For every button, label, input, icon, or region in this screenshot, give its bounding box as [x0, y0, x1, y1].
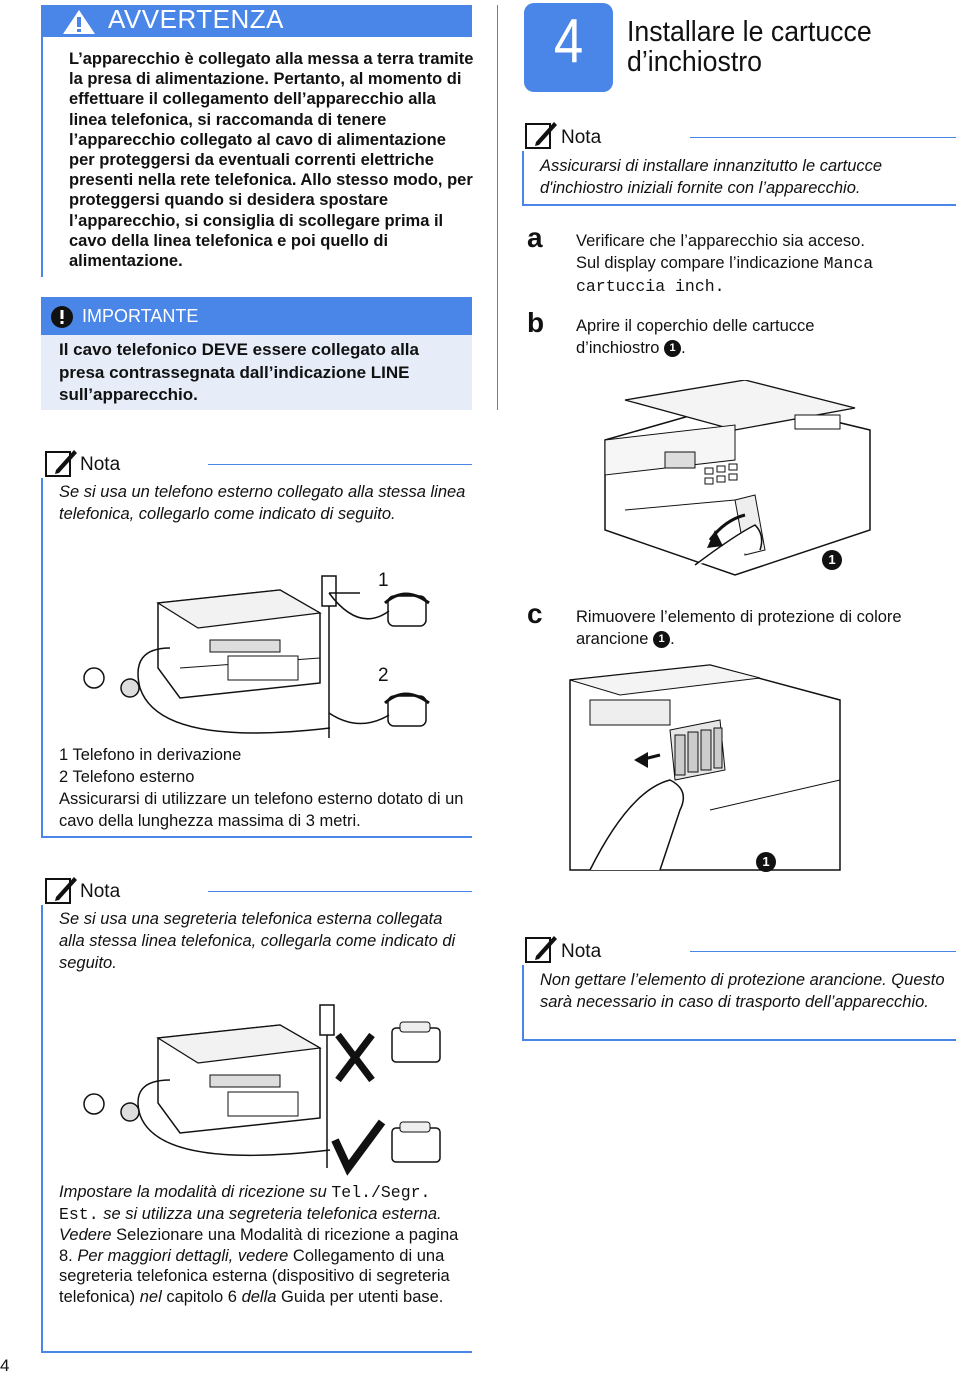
note1-box — [41, 478, 472, 838]
callout-1-icon: 1 — [664, 340, 682, 358]
important-title: IMPORTANTE — [82, 306, 199, 326]
answering-machine-diagram — [83, 1004, 441, 1176]
check-mark-icon — [331, 1119, 386, 1176]
step-note-rule — [690, 137, 956, 138]
note2-box — [41, 905, 472, 1353]
warning-title: AVVERTENZA — [108, 4, 284, 34]
warning-triangle-icon — [63, 10, 95, 34]
note3-text: Non gettare l’elemento di protezione ara… — [540, 971, 945, 1011]
note-pencil-icon — [525, 936, 557, 963]
note-pencil-icon — [45, 877, 77, 904]
warning-header — [41, 5, 472, 37]
column-divider — [497, 5, 498, 410]
cross-mark-icon — [335, 1032, 375, 1083]
printer-illustration — [156, 1024, 322, 1134]
note2-title: Nota — [80, 881, 121, 902]
note3-box — [522, 965, 956, 1041]
note-pencil-icon — [525, 122, 557, 149]
external-phone-diagram — [83, 575, 430, 738]
note1-legend-1: 1 Telefono in derivazione — [59, 746, 242, 764]
extension-phone-icon — [383, 592, 430, 627]
note1-title: Nota — [80, 454, 121, 475]
ink-cartridge-illustration — [569, 664, 841, 871]
step-number-badge — [524, 3, 613, 92]
step-note-box — [522, 151, 956, 206]
note2-bottom-text: Impostare la modalità di ricezione su Te… — [59, 1183, 459, 1306]
note1-rule — [208, 464, 472, 465]
note1-legend-3: Assicurarsi di utilizzare un telefono es… — [59, 790, 464, 830]
step-title: Installare le cartucce d’inchiostro — [627, 16, 872, 78]
callout-1-icon: 1 — [653, 631, 671, 649]
answering-machine-icon — [391, 1121, 441, 1163]
printer-open-cover-illustration — [604, 380, 871, 576]
step-c-text: Rimuovere l’elemento di protezione di co… — [576, 608, 902, 649]
answering-machine-icon — [391, 1021, 441, 1063]
callout-1-marker: 1 — [756, 852, 776, 872]
step-c-letter: c — [527, 598, 543, 629]
step-a-text: Verificare che l’apparecchio sia acceso.… — [576, 232, 874, 296]
note2-rule — [208, 891, 472, 892]
step-note-text: Assicurarsi di installare innanzitutto l… — [540, 157, 883, 197]
warning-body — [41, 37, 472, 277]
step-b-letter: b — [527, 307, 545, 338]
warning-text: L’apparecchio è collegato alla messa a t… — [69, 50, 474, 271]
note-pencil-icon — [45, 450, 77, 477]
callout-1-marker: 1 — [822, 550, 842, 570]
step-note-title: Nota — [561, 127, 602, 148]
note1-callout-2: 2 — [378, 665, 389, 686]
note1-callout-1: 1 — [378, 570, 389, 591]
step-number: 4 — [553, 7, 584, 76]
important-text: Il cavo telefonico DEVE essere collegato… — [59, 340, 419, 404]
note3-rule — [690, 951, 956, 952]
printer-illustration — [156, 589, 322, 699]
exclamation-icon — [51, 306, 73, 328]
step-a-letter: a — [527, 222, 543, 253]
step-b-text: Aprire il coperchio delle cartucce d’inc… — [576, 317, 815, 358]
external-phone-icon — [383, 692, 430, 727]
note3-title: Nota — [561, 941, 602, 962]
page-number: 4 — [0, 1356, 10, 1375]
note2-text: Se si usa una segreteria telefonica este… — [59, 910, 456, 972]
note1-text: Se si usa un telefono esterno collegato … — [59, 483, 466, 523]
important-header — [41, 297, 472, 335]
important-body — [41, 335, 472, 410]
note1-legend-2: 2 Telefono esterno — [59, 768, 195, 786]
